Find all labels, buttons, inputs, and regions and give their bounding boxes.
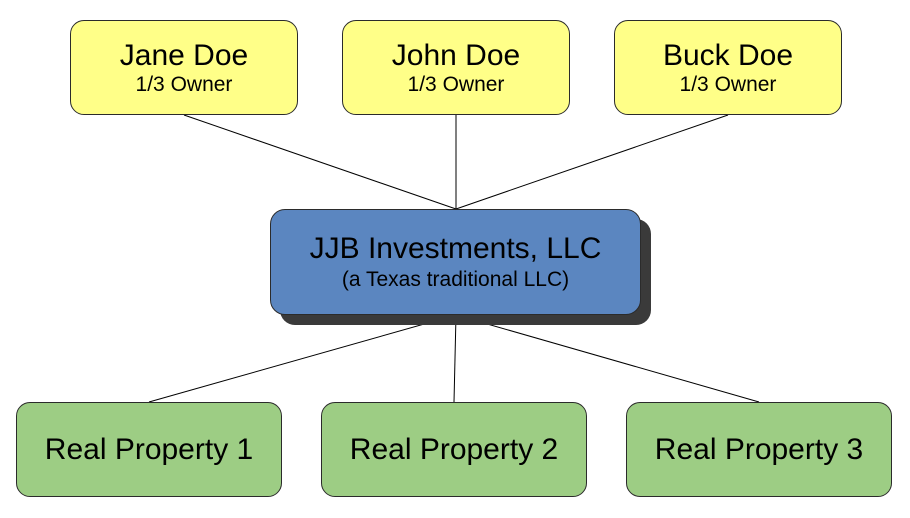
- connector-llc-to-property-2: [453, 314, 457, 403]
- connector-llc-to-property-1: [148, 314, 457, 403]
- connector-llc-to-property-3: [455, 314, 760, 403]
- owner-node-jane-doe: Jane Doe 1/3 Owner: [70, 20, 298, 115]
- property-name: Real Property 3: [654, 432, 864, 466]
- owner-name: Buck Doe: [662, 38, 794, 72]
- entity-node-llc: JJB Investments, LLC (a Texas traditiona…: [270, 209, 641, 315]
- entity-name: JJB Investments, LLC: [309, 232, 602, 265]
- property-name: Real Property 2: [349, 432, 559, 466]
- owner-share: 1/3 Owner: [407, 72, 505, 96]
- connector-buck-to-llc: [455, 114, 729, 210]
- owner-name: John Doe: [391, 38, 521, 72]
- property-node-2: Real Property 2: [321, 402, 587, 497]
- owner-name: Jane Doe: [119, 38, 249, 72]
- connector-jane-to-llc: [183, 114, 457, 210]
- property-node-3: Real Property 3: [626, 402, 892, 497]
- owner-share: 1/3 Owner: [135, 72, 233, 96]
- entity-subtitle: (a Texas traditional LLC): [341, 268, 570, 291]
- owner-share: 1/3 Owner: [679, 72, 777, 96]
- property-name: Real Property 1: [44, 432, 254, 466]
- property-node-1: Real Property 1: [16, 402, 282, 497]
- owner-node-john-doe: John Doe 1/3 Owner: [342, 20, 570, 115]
- owner-node-buck-doe: Buck Doe 1/3 Owner: [614, 20, 842, 115]
